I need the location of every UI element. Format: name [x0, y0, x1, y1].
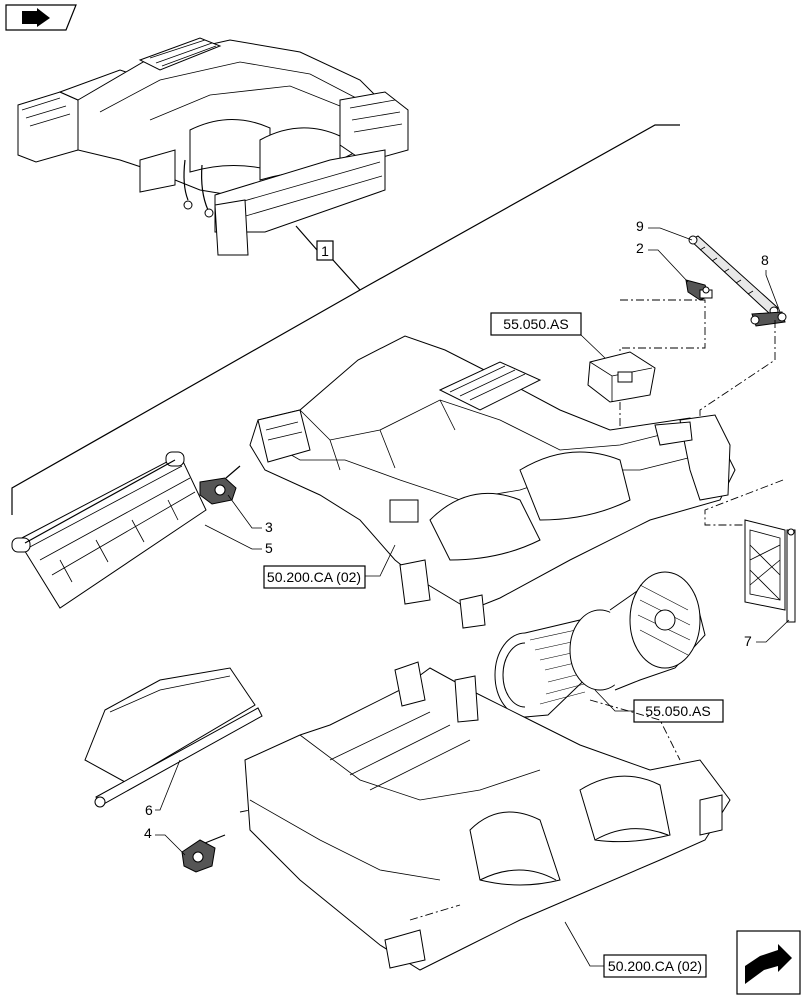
callout-8: 8 — [761, 252, 781, 313]
callout-5: 5 — [204, 524, 273, 556]
reference-box-55-050-as-top[interactable]: 55.050.AS — [490, 312, 606, 359]
svg-text:2: 2 — [636, 240, 644, 256]
reference-box-50-200-ca-02-mid[interactable]: 50.200.CA (02) — [263, 544, 396, 589]
callout-2: 2 — [636, 240, 689, 283]
pivot-part-3 — [199, 465, 241, 505]
svg-text:50.200.CA (02): 50.200.CA (02) — [267, 569, 361, 585]
svg-text:8: 8 — [761, 252, 769, 268]
lever-part-2 — [685, 279, 713, 301]
pivot-part-4 — [181, 834, 226, 873]
reference-box-55-050-as-blower[interactable]: 55.050.AS — [594, 689, 724, 723]
lever-part-8 — [750, 311, 787, 327]
callout-3: 3 — [227, 494, 273, 535]
hvac-assembly-overview — [17, 37, 409, 256]
callout-7: 7 — [744, 619, 790, 649]
callout-4: 4 — [144, 825, 186, 856]
callout-9: 9 — [636, 218, 693, 241]
svg-text:55.050.AS: 55.050.AS — [503, 316, 568, 332]
upper-case-housing — [249, 335, 736, 629]
svg-text:5: 5 — [265, 540, 273, 556]
actuator-motor — [587, 351, 656, 403]
svg-text:3: 3 — [265, 519, 273, 535]
svg-text:6: 6 — [145, 802, 153, 818]
callout-label-1: 1 — [321, 243, 329, 259]
blower-fan-assembly — [494, 571, 706, 718]
svg-text:7: 7 — [744, 633, 752, 649]
arrow-in-box-icon[interactable] — [5, 4, 77, 31]
flap-door-part-6 — [84, 667, 263, 808]
svg-text:4: 4 — [144, 825, 152, 841]
svg-text:55.050.AS: 55.050.AS — [645, 703, 710, 719]
reference-box-50-200-ca-02-bottom[interactable]: 50.200.CA (02) — [564, 921, 707, 978]
svg-text:9: 9 — [636, 218, 644, 234]
filter-part-7 — [744, 519, 796, 623]
flap-door-part-5 — [11, 451, 207, 609]
svg-text:50.200.CA (02): 50.200.CA (02) — [608, 958, 702, 974]
linkage-rod-part-9 — [688, 235, 779, 316]
callout-1: 1 — [11, 124, 680, 515]
callout-6: 6 — [145, 759, 181, 818]
lower-case-housing — [244, 661, 731, 971]
next-page-arrow-icon[interactable] — [736, 930, 801, 995]
